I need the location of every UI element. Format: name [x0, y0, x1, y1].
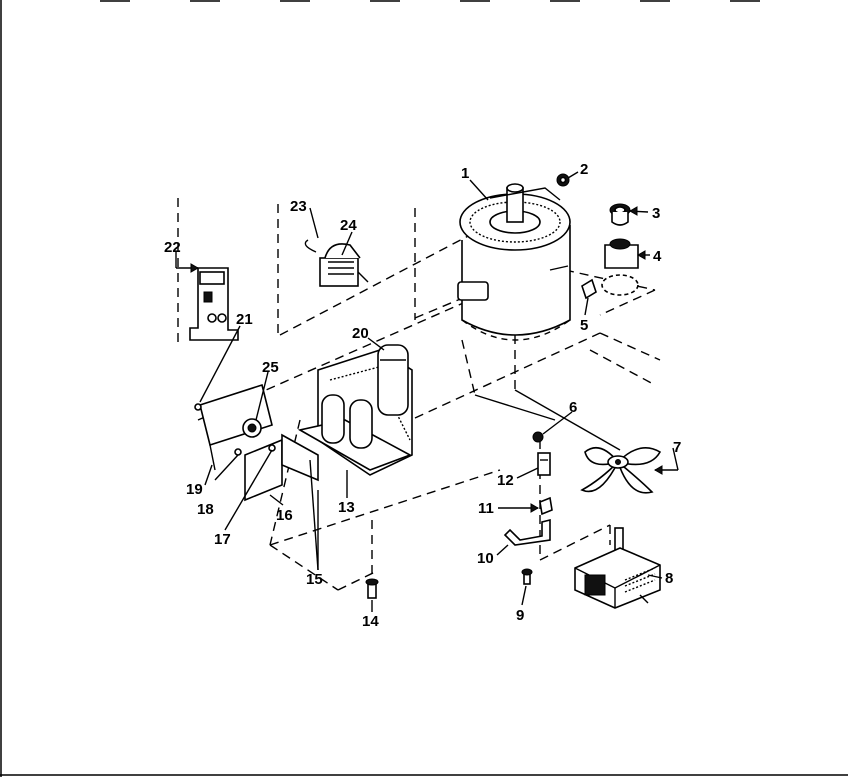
- callout-12: 12: [497, 472, 514, 489]
- callout-11: 11: [478, 500, 494, 517]
- screw-part-14: [365, 578, 379, 599]
- callout-labels: 1 2 3 4 5 6 7 8 9 10 11 12 13 14 15 16 1…: [164, 161, 681, 630]
- callout-18: 18: [197, 501, 214, 518]
- callout-20: 20: [352, 325, 369, 342]
- cover-plate: [244, 433, 319, 502]
- callout-4: 4: [653, 248, 662, 265]
- transformer-part: [304, 239, 369, 287]
- control-bracket-assembly: [297, 344, 413, 476]
- callout-8: 8: [665, 570, 673, 587]
- callout-21: 21: [236, 311, 253, 328]
- bushing-part: [609, 203, 631, 226]
- compressor-motor: [457, 183, 571, 341]
- shroud-bracket: [503, 518, 551, 546]
- clip-part-11: [539, 496, 553, 516]
- clip-part: [581, 278, 597, 300]
- callout-15: 15: [306, 571, 323, 588]
- callout-19: 19: [186, 481, 203, 498]
- screw-part-9: [521, 568, 533, 585]
- callout-1: 1: [461, 165, 469, 182]
- callout-13: 13: [338, 499, 355, 516]
- callout-10: 10: [477, 550, 494, 567]
- callout-6: 6: [569, 399, 577, 416]
- callout-24: 24: [340, 217, 357, 234]
- fan-bracket-part: [537, 452, 551, 476]
- callout-3: 3: [652, 205, 660, 222]
- arrowheads: [190, 206, 663, 513]
- control-board: [194, 383, 273, 471]
- callout-2: 2: [580, 161, 588, 178]
- valve-part: [601, 238, 639, 296]
- callout-7: 7: [673, 439, 681, 456]
- callout-14: 14: [362, 613, 379, 630]
- callout-17: 17: [214, 531, 231, 548]
- fan-blade: [580, 446, 662, 494]
- callout-16: 16: [276, 507, 293, 524]
- leader-lines: [175, 171, 679, 612]
- callout-23: 23: [290, 198, 307, 215]
- callout-22: 22: [164, 239, 181, 256]
- callout-25: 25: [262, 359, 279, 376]
- fan-motor: [574, 527, 661, 609]
- nut-part: [556, 173, 570, 187]
- callout-9: 9: [516, 607, 524, 624]
- mounting-bracket: [189, 267, 239, 341]
- screw-part-6: [532, 431, 544, 443]
- callout-5: 5: [580, 317, 588, 334]
